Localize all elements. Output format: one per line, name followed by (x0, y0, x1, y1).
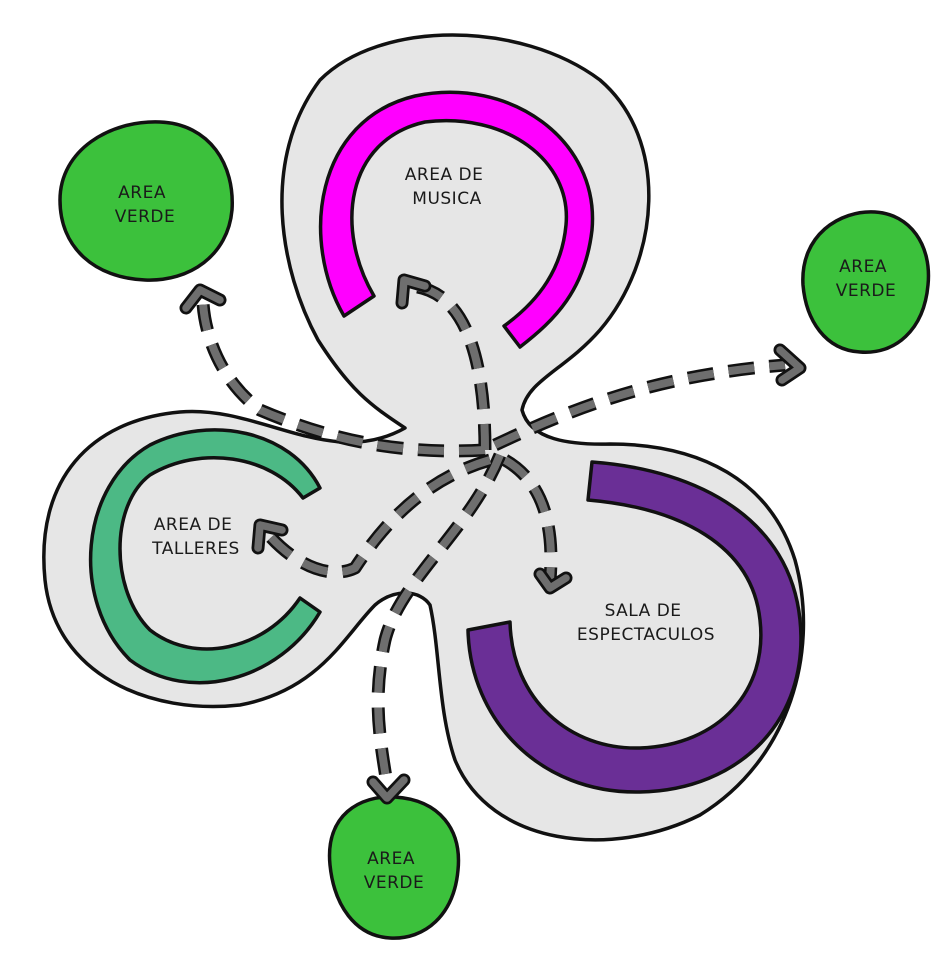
green-area-top-left (58, 120, 234, 282)
green-area-right (801, 210, 931, 354)
arrows-fill (199, 282, 786, 791)
shows-area-arc (466, 460, 803, 794)
music-area-arc (318, 90, 595, 349)
green-area-top-left-label: AREA VERDE (115, 183, 176, 227)
workshops-area-label: AREA DE TALLERES (151, 515, 240, 559)
shows-area-label: SALA DE ESPECTACULOS (577, 601, 715, 645)
green-area-bottom (327, 795, 461, 940)
arrowheads (179, 273, 807, 805)
music-area-label: AREA DE MUSICA (405, 165, 489, 209)
green-area-right-label: AREA VERDE (836, 257, 897, 301)
green-area-bottom-label: AREA VERDE (364, 849, 425, 893)
workshops-area-arc (89, 428, 322, 685)
